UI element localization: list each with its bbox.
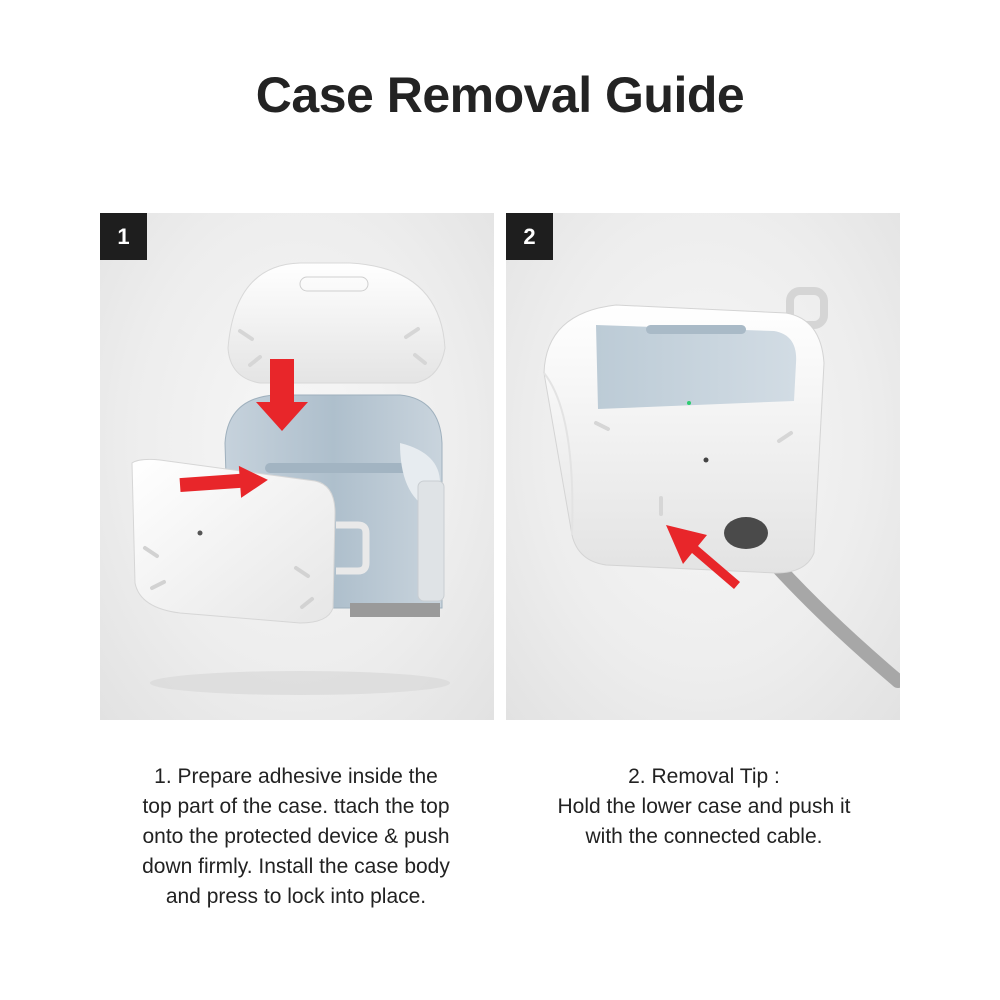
caption-line: onto the protected device & push	[142, 825, 450, 848]
step-2-drawing	[543, 287, 900, 688]
page-title: Case Removal Guide	[255, 67, 745, 123]
step-1-badge: 1	[100, 213, 147, 260]
caption-line: and press to lock into place.	[165, 885, 427, 908]
case-lower-body	[131, 458, 370, 624]
caption-line: 2. Removal Tip :	[628, 765, 780, 788]
step-1-caption: 1. Prepare adhesive inside the top part …	[96, 762, 496, 912]
floor-shadow	[150, 671, 450, 695]
step-1-drawing	[131, 262, 450, 695]
step-2-badge: 2	[506, 213, 553, 260]
arrow-down-icon	[256, 359, 308, 431]
caption-line: with the connected cable.	[585, 825, 823, 848]
step-2-illustration: 2	[506, 213, 900, 720]
caption-line: down firmly. Install the case body	[142, 855, 450, 878]
caption-line: top part of the case. ttach the top	[142, 795, 450, 818]
step-2-caption: 2. Removal Tip : Hold the lower case and…	[504, 762, 904, 852]
arrow-right-icon	[179, 465, 268, 498]
airpods-case-assembled	[543, 304, 825, 574]
case-top-lid	[227, 262, 446, 384]
caption-line: 1. Prepare adhesive inside the	[154, 765, 438, 788]
caption-line: Hold the lower case and push it	[557, 795, 851, 818]
arrow-push-icon	[666, 525, 746, 589]
step-1-illustration: 1	[100, 213, 494, 720]
